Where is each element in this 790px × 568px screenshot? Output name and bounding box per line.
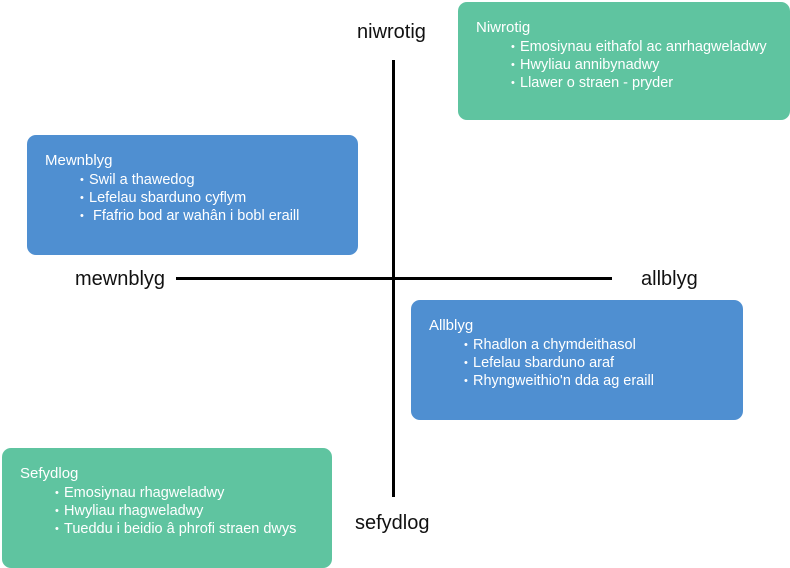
list-item: •Lefelau sbarduno cyflym [80, 190, 247, 206]
quadrant-title: Allblyg [429, 317, 474, 334]
bullet-icon: • [80, 174, 84, 186]
bullet-icon: • [464, 339, 468, 351]
bullet-icon: • [55, 505, 59, 517]
quadrant-list: •Rhadlon a chymdeithasol •Lefelau sbardu… [429, 336, 743, 390]
quadrant-list: •Emosiynau rhagweladwy •Hwyliau rhagwela… [20, 484, 332, 538]
quadrant-list: •Swil a thawedog •Lefelau sbarduno cyfly… [45, 171, 358, 225]
quadrant-box-introvert: Mewnblyg •Swil a thawedog •Lefelau sbard… [27, 135, 358, 255]
bullet-icon: • [511, 41, 515, 53]
bullet-icon: • [511, 59, 515, 71]
axis-label-left: mewnblyg [75, 268, 166, 290]
bullet-icon: • [80, 192, 84, 204]
quadrant-title: Mewnblyg [45, 152, 113, 169]
quadrant-title: Sefydlog [20, 465, 79, 482]
list-item: •Swil a thawedog [80, 172, 195, 188]
horizontal-axis [176, 277, 612, 280]
list-item: •Hwyliau rhagweladwy [55, 503, 204, 519]
list-item: •Rhadlon a chymdeithasol [464, 337, 636, 353]
bullet-icon: • [80, 210, 84, 222]
axis-label-right: allblyg [641, 268, 698, 290]
quadrant-box-neurotic: Niwrotig •Emosiynau eithafol ac anrhagwe… [458, 2, 790, 120]
quadrant-title: Niwrotig [476, 19, 531, 36]
bullet-icon: • [55, 487, 59, 499]
list-item: •Emosiynau rhagweladwy [55, 485, 225, 501]
list-item: •Lefelau sbarduno araf [464, 355, 615, 371]
quadrant-box-extrovert: Allblyg •Rhadlon a chymdeithasol •Lefela… [411, 300, 743, 420]
axis-label-top: niwrotig [357, 21, 426, 43]
bullet-icon: • [55, 523, 59, 535]
bullet-icon: • [464, 357, 468, 369]
bullet-icon: • [511, 77, 515, 89]
list-item: •Llawer o straen - pryder [511, 75, 674, 91]
quadrant-list: •Emosiynau eithafol ac anrhagweladwy •Hw… [476, 38, 790, 92]
list-item: • Ffafrio bod ar wahân i bobl eraill [80, 208, 300, 224]
list-item: •Rhyngweithio'n dda ag eraill [464, 373, 654, 389]
quadrant-box-stable: Sefydlog •Emosiynau rhagweladwy •Hwyliau… [2, 448, 332, 568]
list-item: •Hwyliau annibynadwy [511, 57, 660, 73]
list-item: •Tueddu i beidio â phrofi straen dwys [55, 521, 297, 537]
list-item: •Emosiynau eithafol ac anrhagweladwy [511, 39, 767, 55]
axis-label-bottom: sefydlog [355, 512, 430, 534]
bullet-icon: • [464, 375, 468, 387]
